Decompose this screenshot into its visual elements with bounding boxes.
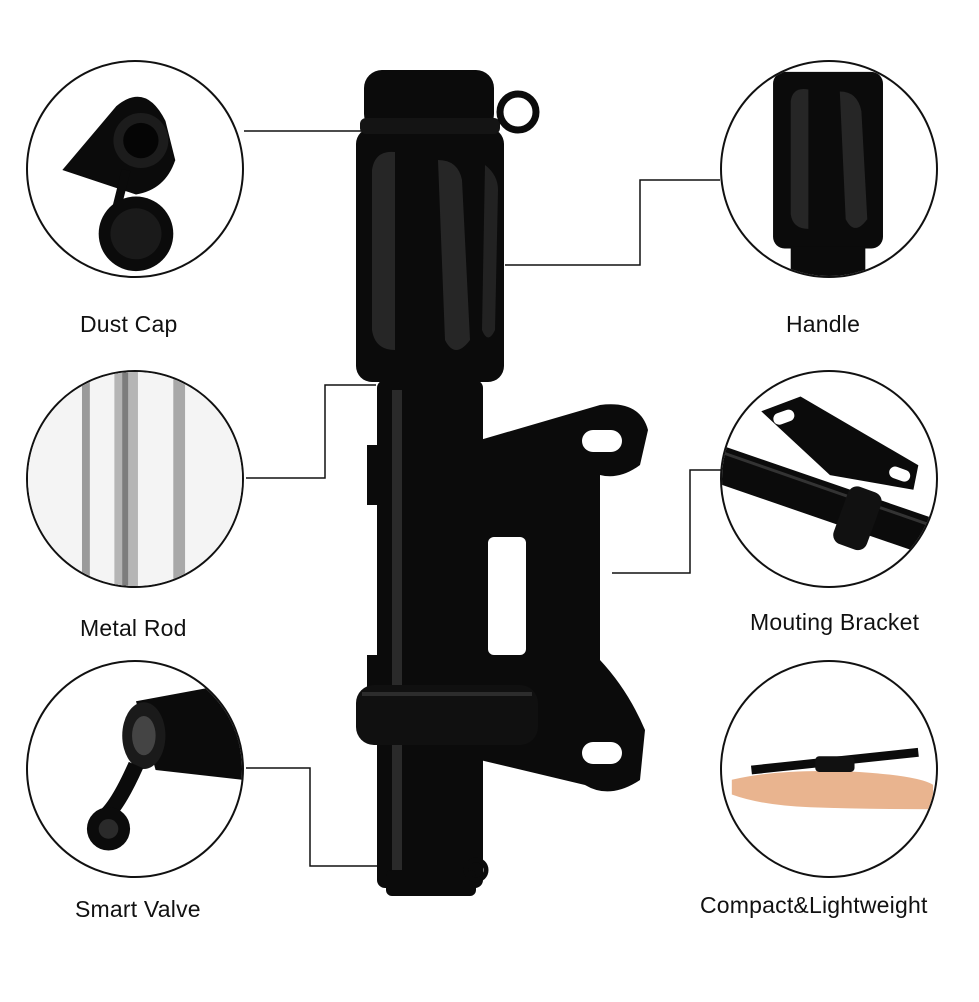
dust-cap-label: Dust Cap <box>80 311 178 337</box>
handle-icon <box>773 71 883 276</box>
metal-rod-label: Metal Rod <box>80 615 187 641</box>
smart-valve-label: Smart Valve <box>75 896 201 922</box>
mounting-bracket-label: Mouting Bracket <box>750 609 920 635</box>
dust-cap-detail <box>26 60 244 278</box>
bracket-icon <box>722 396 936 559</box>
valve-icon <box>86 681 242 851</box>
metal-rod-detail <box>26 370 244 588</box>
dust-cap-icon <box>62 96 176 272</box>
metal-rod-icon <box>28 372 242 586</box>
handle-detail <box>720 60 938 278</box>
hand-icon <box>731 747 934 810</box>
compact-detail <box>720 660 938 878</box>
smart-valve-detail <box>26 660 244 878</box>
handle-label: Handle <box>786 311 861 337</box>
compact-label: Compact&Lightweight <box>700 892 928 918</box>
bracket-detail <box>720 370 938 588</box>
